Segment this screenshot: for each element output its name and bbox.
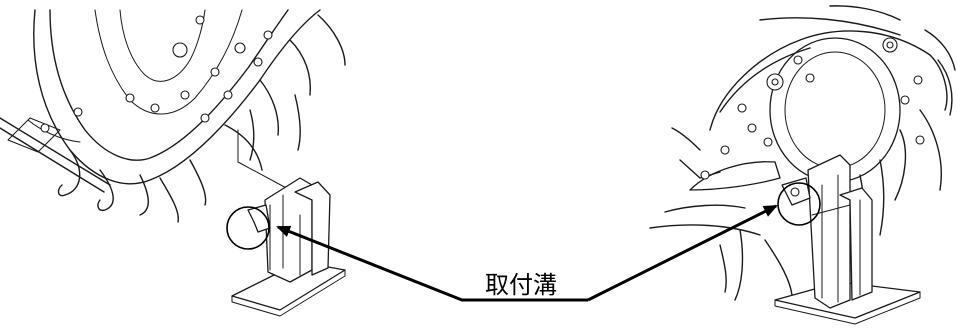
left-tine-rotor: [0, 9, 346, 223]
right-tine-rotor: [649, 5, 956, 301]
left-groove-highlight-circle: [226, 206, 270, 250]
mounting-groove-label: 取付溝: [485, 271, 557, 299]
right-callout-arrow: [587, 204, 778, 302]
left-callout-arrow: [276, 225, 588, 302]
right-groove-highlight-circle: [777, 182, 821, 226]
right-stand: [774, 154, 921, 325]
left-stand: [231, 177, 346, 317]
callout: 取付溝: [226, 182, 821, 302]
